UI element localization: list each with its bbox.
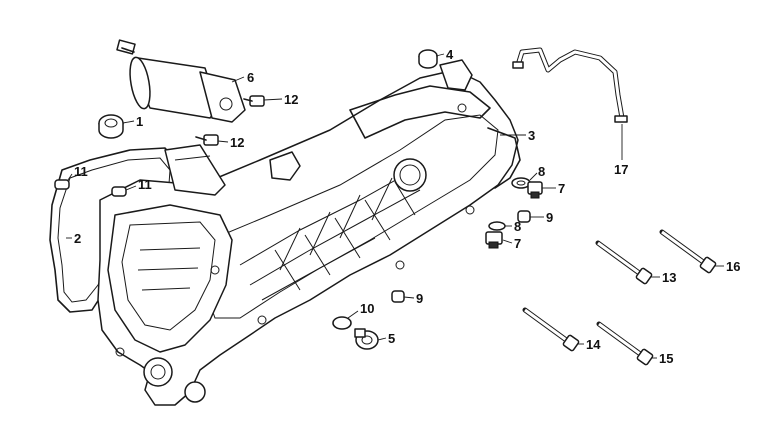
callout-9a: 9 bbox=[546, 210, 553, 225]
callout-6: 6 bbox=[247, 70, 254, 85]
breather-tube-part-17 bbox=[512, 47, 628, 123]
callout-10: 10 bbox=[360, 301, 374, 316]
callout-17: 17 bbox=[614, 162, 628, 177]
leader-lines bbox=[66, 53, 724, 359]
callout-8b: 8 bbox=[514, 219, 521, 234]
dowel-pin-part-11a bbox=[54, 179, 70, 190]
callout-12a: 12 bbox=[284, 92, 298, 107]
callout-11b: 11 bbox=[138, 177, 152, 192]
callout-7a: 7 bbox=[558, 181, 565, 196]
callout-3: 3 bbox=[528, 128, 535, 143]
dowel-part-9b bbox=[391, 290, 405, 303]
bushing-part-1 bbox=[98, 114, 124, 139]
callout-14: 14 bbox=[586, 337, 601, 352]
callout-7b: 7 bbox=[514, 236, 521, 251]
plug-part-5 bbox=[354, 328, 379, 350]
drain-plug-part-7b bbox=[485, 231, 503, 249]
callout-4: 4 bbox=[446, 47, 454, 62]
dowel-part-9a bbox=[517, 210, 531, 223]
crankcase-part-3 bbox=[97, 59, 521, 406]
long-bolt-part-16 bbox=[659, 229, 717, 274]
callout-11a: 11 bbox=[74, 164, 88, 179]
drain-plug-part-7a bbox=[527, 181, 543, 199]
callout-2: 2 bbox=[74, 231, 81, 246]
dowel-pin-part-11b bbox=[111, 186, 127, 197]
starter-motor-part-6 bbox=[116, 39, 246, 123]
callout-1: 1 bbox=[136, 114, 143, 129]
long-bolt-part-15 bbox=[596, 321, 654, 366]
washer-part-8b bbox=[488, 221, 506, 231]
callout-9b: 9 bbox=[416, 291, 423, 306]
callout-5: 5 bbox=[388, 331, 395, 346]
bolt-part-12b bbox=[195, 134, 219, 146]
bolt-part-12a bbox=[243, 95, 265, 107]
long-bolt-part-13 bbox=[595, 240, 653, 285]
callout-labels: 1 2 3 4 5 6 7 7 8 8 9 9 10 11 11 12 12 1… bbox=[74, 47, 740, 366]
callout-13: 13 bbox=[662, 270, 676, 285]
callout-12b: 12 bbox=[230, 135, 244, 150]
o-ring-part-10 bbox=[332, 316, 352, 330]
bushing-part-4 bbox=[418, 49, 438, 69]
long-bolt-part-14 bbox=[522, 307, 580, 352]
callout-16: 16 bbox=[726, 259, 740, 274]
callout-8a: 8 bbox=[538, 164, 545, 179]
callout-15: 15 bbox=[659, 351, 673, 366]
